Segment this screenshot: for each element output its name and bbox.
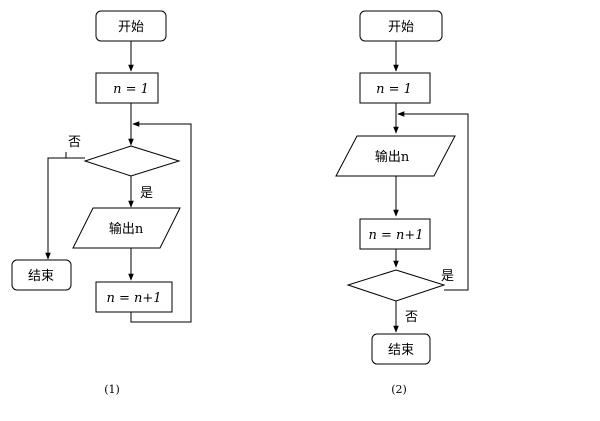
fc1-yes-label: 是 <box>140 186 153 201</box>
flowchart-1 <box>11 10 192 323</box>
fc2-start-box <box>359 10 443 42</box>
fc1-arrow-no-end <box>45 157 85 260</box>
fc2-arrow-yes-loop <box>397 111 469 291</box>
flowchart-2-text: 开始 n = 1 输出n n = n+1 是 否 结束 (2) <box>368 20 454 396</box>
fc2-no-label: 否 <box>405 310 418 325</box>
fc1-init-box <box>95 72 159 104</box>
fc2-end-box <box>371 333 431 365</box>
flowchart-1-text: 开始 n = 1 否 是 输出n n = n+1 结束 (1) <box>28 20 162 396</box>
fc1-end-box <box>11 259 72 291</box>
fc1-start-label: 开始 <box>118 20 144 35</box>
fc1-increment-label: n = n+1 <box>106 291 161 306</box>
fc1-caption: (1) <box>104 383 120 396</box>
fc2-decision-diamond <box>346 269 446 302</box>
fc1-increment-box <box>95 281 173 313</box>
fc2-start-label: 开始 <box>388 20 414 35</box>
fc2-increment-box <box>359 218 431 250</box>
fc2-increment-label: n = n+1 <box>368 228 423 243</box>
fc1-arrow-loop <box>130 121 192 323</box>
fc2-yes-label: 是 <box>441 269 454 284</box>
fc2-output-label: 输出n <box>375 149 410 165</box>
fc2-init-label: n = 1 <box>376 82 412 97</box>
flowchart-2 <box>335 10 469 365</box>
fc1-output-label: 输出n <box>109 221 144 237</box>
fc2-init-box <box>359 72 431 104</box>
fc1-output-parallelogram <box>72 207 181 249</box>
fc1-init-label: n = 1 <box>113 82 149 97</box>
fc1-decision-diamond <box>83 145 181 177</box>
fc1-no-label: 否 <box>68 135 81 150</box>
fc2-output-parallelogram <box>335 135 456 177</box>
fc2-caption: (2) <box>391 383 407 396</box>
fc1-end-label: 结束 <box>28 269 54 284</box>
fc2-end-label: 结束 <box>388 343 414 358</box>
